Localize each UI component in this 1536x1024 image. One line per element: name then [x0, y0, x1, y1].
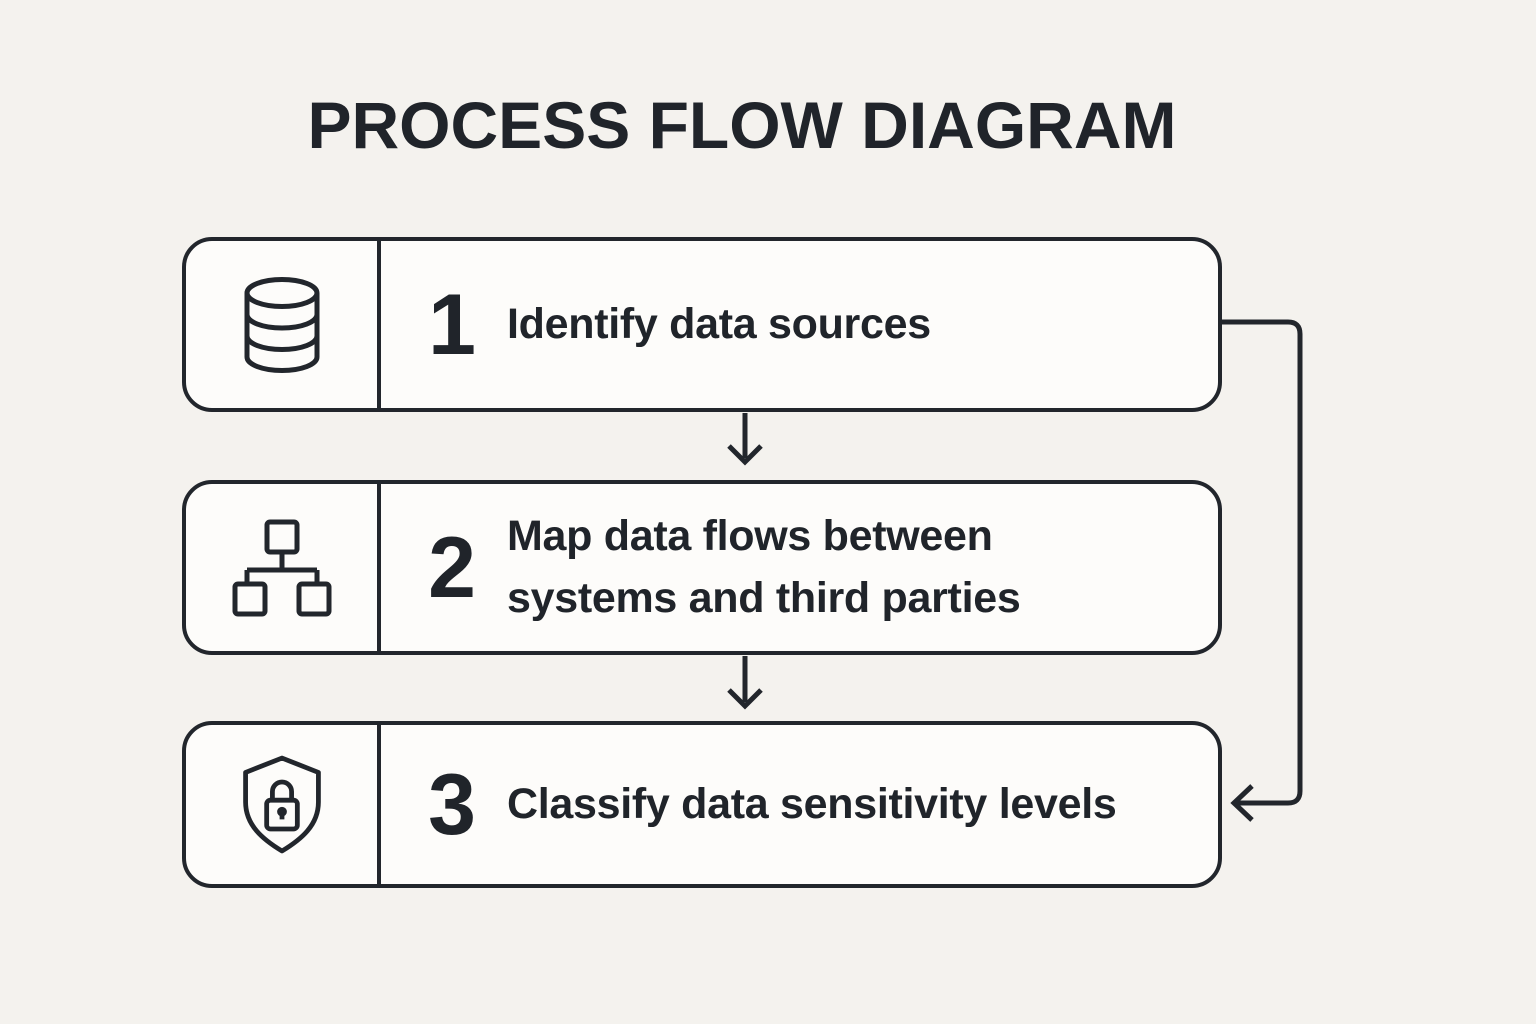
shield-lock-icon	[242, 755, 321, 853]
step-3-icon-cell	[186, 725, 381, 884]
step-2-content: 2 Map data flows between systems and thi…	[381, 484, 1218, 651]
loop-arrow-step1-to-step3	[1220, 319, 1303, 822]
arrowhead-left-icon	[1230, 784, 1254, 822]
sitemap-icon	[232, 519, 331, 616]
arrowhead-down-icon	[727, 444, 763, 466]
step-label: Classify data sensitivity levels	[507, 779, 1117, 828]
arrowhead-down-icon	[727, 688, 763, 710]
step-number: 1	[428, 276, 476, 373]
step-label: Identify data sources	[507, 299, 931, 348]
step-1-content: 1 Identify data sources	[381, 241, 1218, 408]
flow-step-1: 1 Identify data sources	[182, 237, 1222, 412]
arrow-step1-to-step2	[727, 413, 763, 466]
database-icon	[244, 276, 319, 373]
step-number: 2	[428, 519, 476, 616]
step-1-icon-cell	[186, 241, 381, 408]
arrow-step2-to-step3	[727, 656, 763, 710]
step-2-icon-cell	[186, 484, 381, 651]
step-label: Map data flows between systems and third…	[507, 512, 1021, 622]
flow-step-2: 2 Map data flows between systems and thi…	[182, 480, 1222, 655]
flow-step-3: 3 Classify data sensitivity levels	[182, 721, 1222, 888]
page-title: PROCESS FLOW DIAGRAM	[307, 88, 1177, 162]
step-3-content: 3 Classify data sensitivity levels	[381, 725, 1218, 884]
step-number: 3	[428, 756, 476, 853]
